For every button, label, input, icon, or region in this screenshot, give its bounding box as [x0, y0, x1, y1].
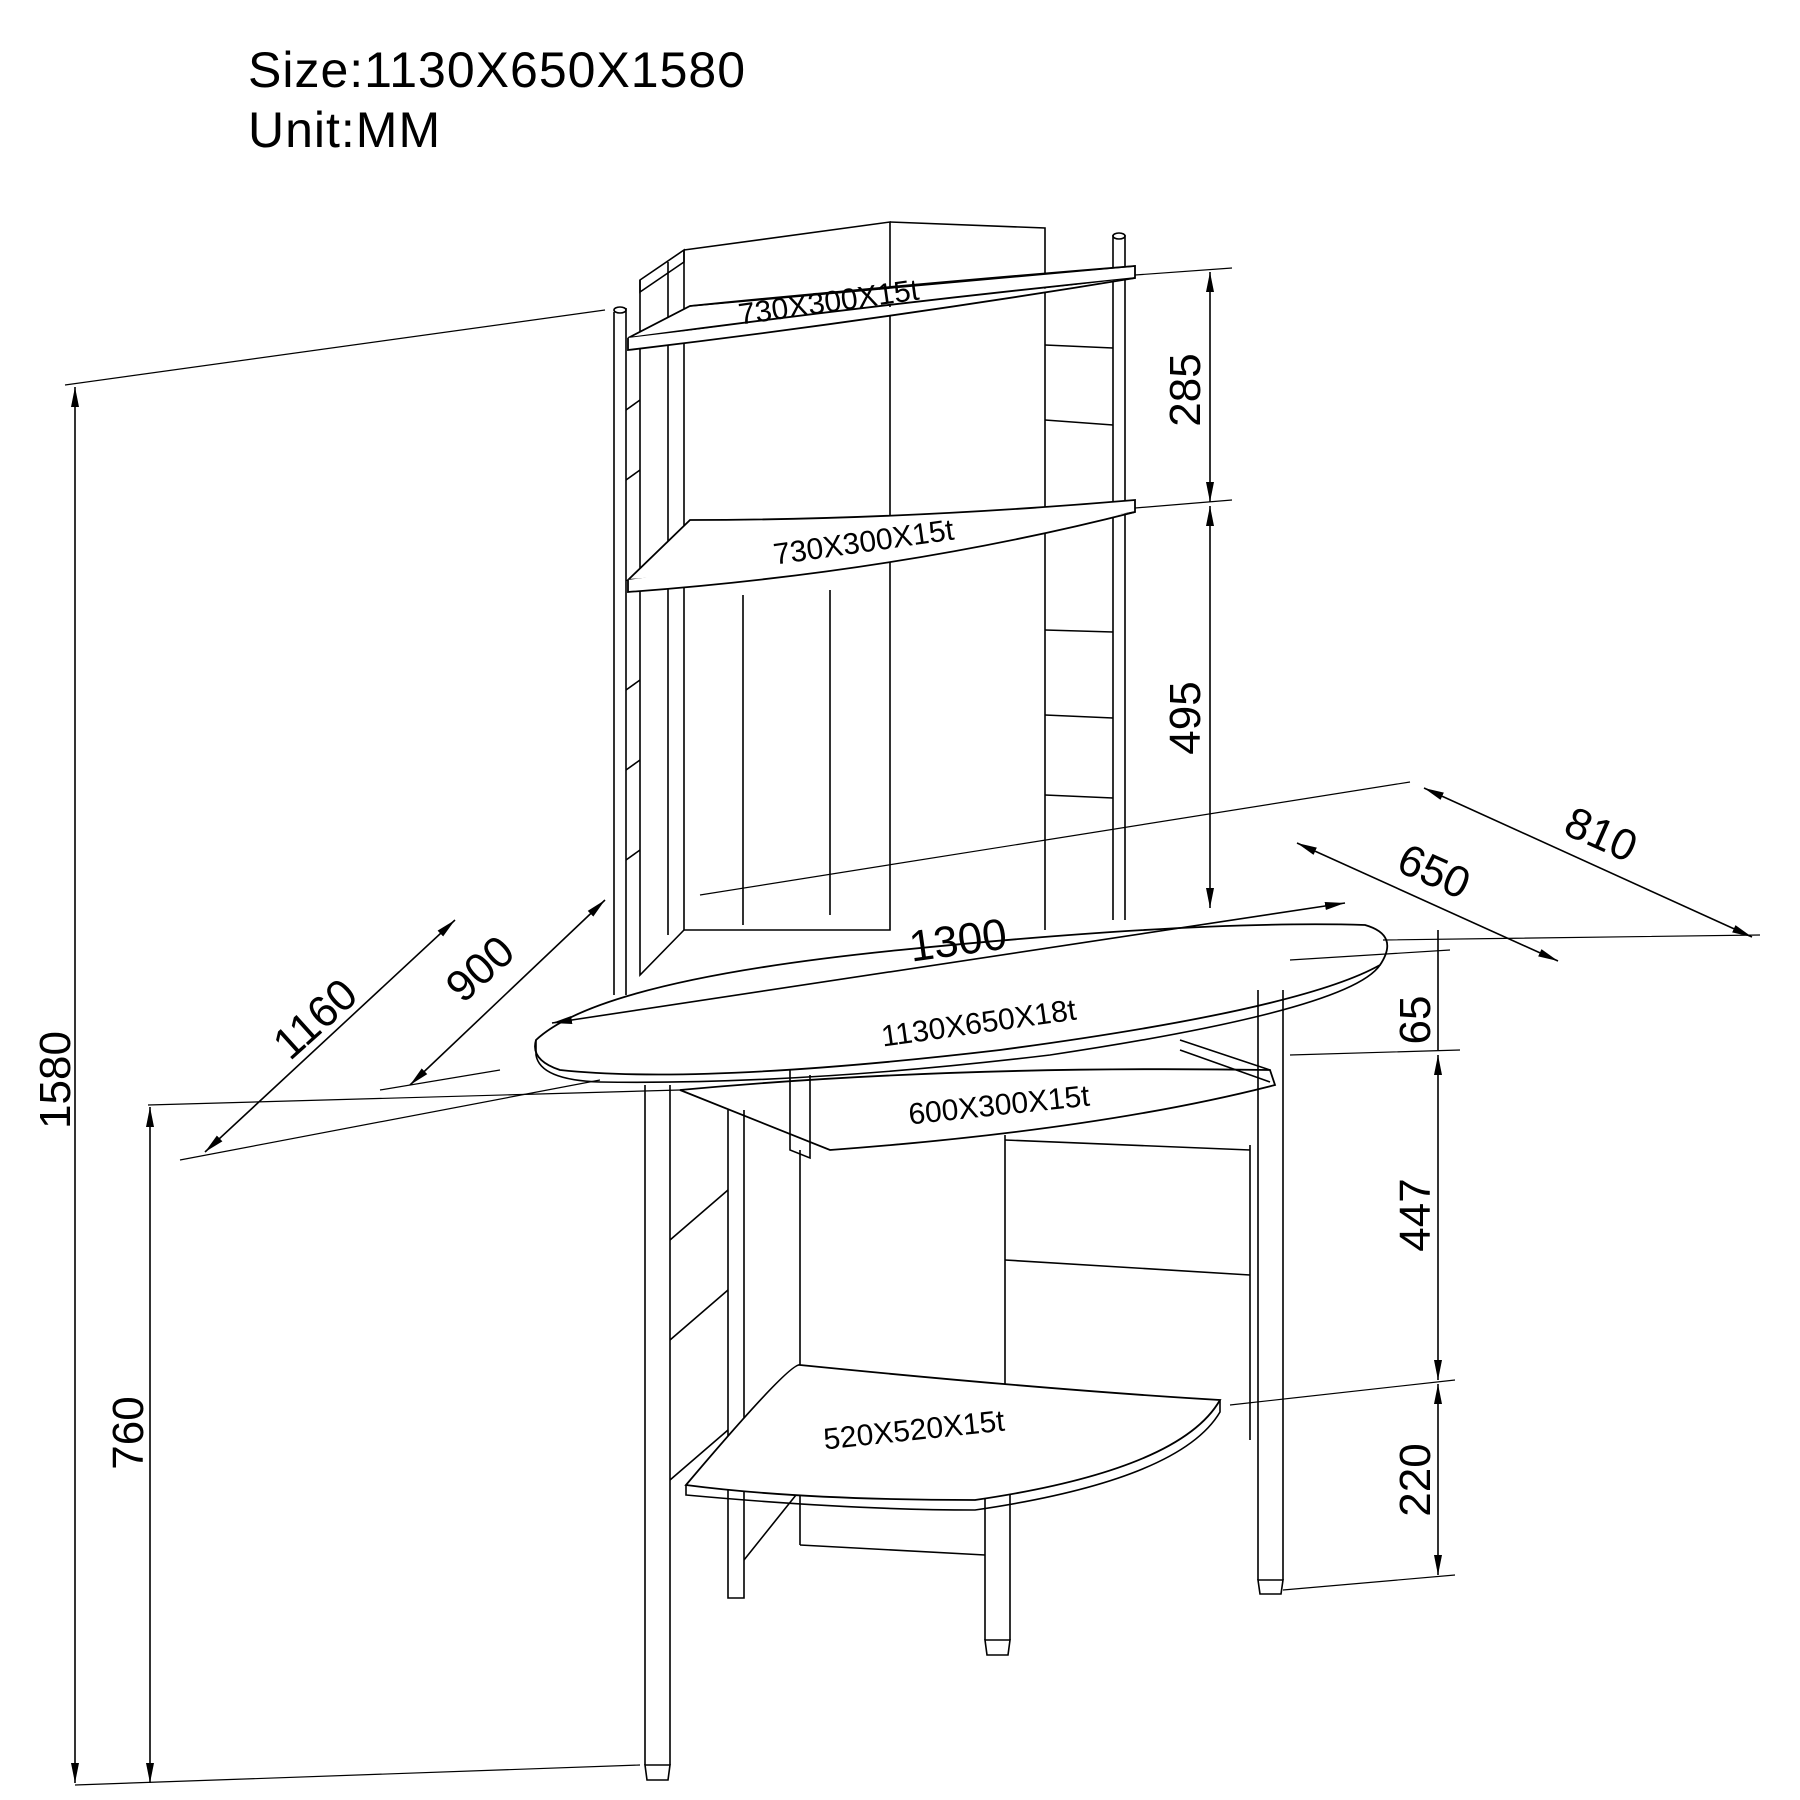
dim-line-depth-900 [409, 899, 606, 1086]
lower-panel-edge [743, 1150, 801, 1561]
top-shelf-back-line [689, 265, 1136, 307]
front-left-leg [644, 1085, 671, 1765]
dim-line-width-1300 [551, 902, 1346, 1024]
top-shelf-edge [627, 277, 1136, 352]
dimension-annotations: 1580 760 285 495 65 447 220 810 650 1300… [31, 272, 1753, 1783]
front-right-leg [1257, 990, 1284, 1580]
right-ladder-post [1112, 235, 1126, 920]
spec-header: Size:1130X650X1580 Unit:MM [248, 40, 746, 160]
dim-desk-thickness: 65 [1391, 996, 1440, 1045]
dim-desk-height: 760 [104, 1396, 153, 1469]
dim-depth-810: 810 [1557, 797, 1644, 872]
hutch-back-top-edge [639, 248, 685, 294]
dim-total-height: 1580 [31, 1031, 80, 1129]
middle-shelf-edge [627, 511, 1136, 593]
dim-depth-900: 900 [437, 926, 524, 1012]
size-label: Size:1130X650X1580 [248, 42, 747, 98]
back-foot [984, 1639, 1011, 1656]
dim-depth-650: 650 [1390, 834, 1477, 909]
dim-bottom-gap: 220 [1391, 1443, 1440, 1516]
front-right-foot [1257, 1579, 1284, 1595]
lower-right-rails [1004, 1139, 1251, 1276]
top-shelf [627, 265, 1136, 339]
left-ladder-rungs [625, 399, 641, 861]
lower-left-rungs [669, 1189, 729, 1481]
lower-left-panel [727, 1110, 745, 1599]
hutch-back-wall-right [889, 221, 1046, 930]
ext-mid-right [1134, 499, 1233, 509]
hutch-side-panel [667, 250, 685, 935]
hutch-interior-posts [742, 590, 831, 925]
dim-line-depth-810 [1423, 787, 1753, 938]
ext-lower-right [1229, 1379, 1456, 1591]
panel-labels: 730X300X15t 730X300X15t 1130X650X18t 600… [736, 274, 1091, 1457]
front-left-foot [644, 1764, 671, 1781]
ext-floor-left [74, 1764, 641, 1786]
lower-right-frame [1004, 1135, 1251, 1440]
lower-back-panel [799, 1544, 986, 1556]
left-ladder-post [613, 308, 627, 995]
right-post-cap [1112, 232, 1126, 240]
tray-slide-rail [1179, 1039, 1271, 1083]
furniture-outline [534, 221, 1389, 1781]
bottom-shelf-edge [685, 1400, 1221, 1511]
dim-line-depth-650 [1296, 842, 1559, 962]
hutch-left-panel [639, 280, 685, 977]
dim-tray-gap: 447 [1391, 1178, 1440, 1251]
dim-depth-1160: 1160 [264, 969, 367, 1069]
ext-top-right [1134, 267, 1233, 276]
ext-depth-left [179, 1069, 601, 1161]
ext-desk-left [147, 1089, 681, 1106]
unit-label: Unit:MM [248, 102, 442, 158]
ext-top-left [64, 309, 606, 386]
left-post-cap [613, 306, 627, 314]
dim-mid-gap: 495 [1161, 681, 1210, 754]
dim-top-gap: 285 [1161, 353, 1210, 426]
right-ladder-rungs [1044, 344, 1114, 799]
